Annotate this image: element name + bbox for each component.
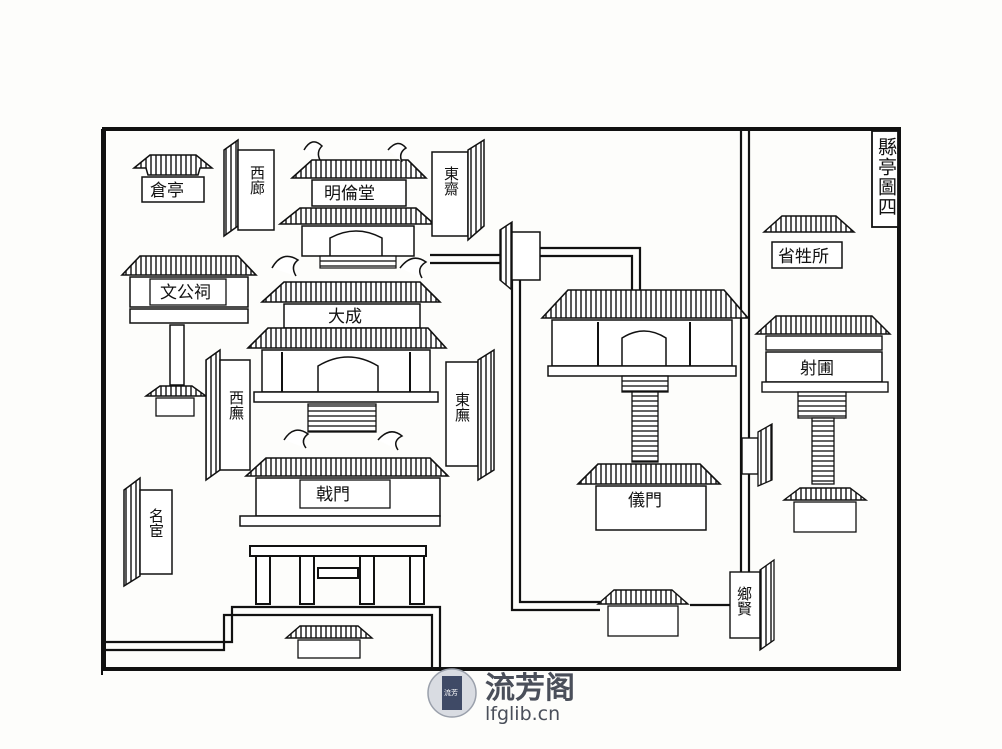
right-south-gate xyxy=(596,589,690,637)
ming-huan-label: 名宦 xyxy=(147,508,165,538)
ming-lun-tang-hall: 明倫堂 xyxy=(277,141,437,269)
she-pu-label: 射圃 xyxy=(800,359,834,379)
east-hall: 東廡 xyxy=(445,348,495,482)
watermark: 流芳 流芳阁 lfglib.cn xyxy=(427,668,575,725)
xiang-xian-lower: 鄉賢 xyxy=(729,558,775,652)
ji-men-gate: 戟門 xyxy=(239,429,450,527)
da-cheng-hall: 大成 xyxy=(246,255,448,433)
ming-huan-shrine: 名宦 xyxy=(123,476,173,588)
side-pavilion xyxy=(499,220,541,292)
xiang-xian-label: 鄉賢 xyxy=(735,586,753,616)
east-hall-label: 東廡 xyxy=(453,392,471,422)
she-pu-hall: 射圃 xyxy=(754,315,892,533)
watermark-en: lfglib.cn xyxy=(485,703,560,725)
map-title: 縣亭圖四 xyxy=(875,137,897,217)
right-main-hall xyxy=(540,289,750,463)
yi-men-gate: 儀門 xyxy=(576,463,722,531)
granary-label: 倉亭 xyxy=(150,181,184,201)
granary-building: 倉亭 xyxy=(131,154,215,203)
yi-men-label: 儀門 xyxy=(628,491,662,511)
map-border xyxy=(101,127,901,675)
wen-gong-ci-shrine: 文公祠 xyxy=(120,255,258,417)
watermark-cn: 流芳阁 xyxy=(485,671,575,706)
sheng-suo-building: 省牲所 xyxy=(762,215,856,269)
west-room-top: 西廊 xyxy=(223,138,275,238)
compound-walls xyxy=(104,131,751,669)
map-title-box: 縣亭圖四 xyxy=(871,130,899,228)
lingxing-gate xyxy=(249,545,427,605)
east-room-top-label: 東齋 xyxy=(442,166,460,196)
wen-gong-ci-label: 文公祠 xyxy=(160,283,211,303)
ji-men-label: 戟門 xyxy=(316,485,350,505)
ming-lun-tang-label: 明倫堂 xyxy=(324,184,375,204)
west-hall-label: 西廡 xyxy=(227,390,245,420)
sheng-suo-label: 省牲所 xyxy=(778,247,829,267)
east-room-top: 東齋 xyxy=(431,138,485,242)
da-cheng-label: 大成 xyxy=(328,307,362,327)
west-room-top-label: 西廊 xyxy=(248,165,266,195)
west-hall: 西廡 xyxy=(205,348,251,482)
xiang-xian-shrine xyxy=(741,422,773,487)
watermark-badge: 流芳 xyxy=(444,688,458,697)
south-gate xyxy=(284,625,374,659)
